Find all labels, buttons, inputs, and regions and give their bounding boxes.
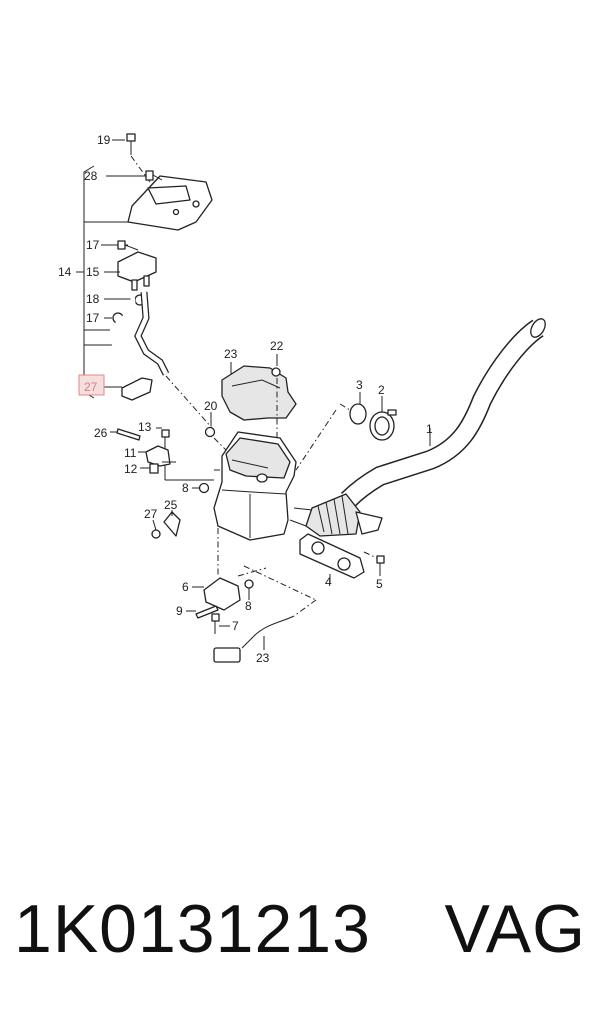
brand-name: VAG [444,891,586,967]
bolt-7[interactable] [211,613,220,634]
callout-20: 20 [204,399,218,413]
catalytic-converter[interactable] [213,431,297,541]
gasket-3[interactable] [349,403,367,425]
callout-2: 2 [378,383,385,397]
bracket-6[interactable] [203,577,241,611]
flange-gasket-4[interactable] [299,533,365,579]
highlight-box-27 [78,374,105,396]
callout-12: 12 [124,462,138,476]
callout-8-lower: 8 [245,599,252,613]
bolt-5[interactable] [376,555,385,576]
pressure-sensor-15[interactable] [117,251,157,291]
stud-26[interactable] [116,428,141,441]
callout-26: 26 [94,426,108,440]
nut-22[interactable] [271,367,281,377]
nut-20[interactable] [204,426,216,438]
caption-bar: 1K0131213 VAG [0,890,600,980]
bolt-28[interactable] [145,170,163,181]
callout-8-upper: 8 [182,481,189,495]
callout-6: 6 [182,580,189,594]
bracket-24[interactable] [163,511,181,537]
callout-14: 14 [58,265,72,279]
callout-25: 27 [144,507,158,521]
bolt-25[interactable] [151,529,161,539]
callout-9: 9 [176,604,183,618]
bolt-9[interactable] [195,605,219,619]
callout-27: 27 [84,380,98,394]
bolt-13[interactable] [161,429,170,448]
temperature-sensor-23[interactable] [213,615,295,663]
nut-12[interactable] [149,463,159,474]
callout-labels: 19 28 17 14 15 18 17 27 23 22 20 26 13 1… [58,133,433,665]
exploded-parts-diagram: 19 28 17 14 15 18 17 27 23 22 20 26 13 1… [58,133,548,665]
callout-15: 15 [86,265,100,279]
nut-8-lower[interactable] [244,579,254,589]
callout-24: 25 [164,498,178,512]
callout-13: 13 [138,420,152,434]
vacuum-hose[interactable] [111,291,170,376]
part-number: 1K0131213 [14,891,371,967]
heat-shield-21[interactable] [221,365,297,421]
mounting-bracket-28[interactable] [127,175,213,231]
callout-23: 23 [256,651,270,665]
callout-18: 18 [86,292,100,306]
callout-7: 7 [232,619,239,633]
callout-4: 4 [325,575,332,589]
callout-28: 28 [84,169,98,183]
callout-1: 1 [426,422,433,436]
callout-16: 17 [86,238,100,252]
front-exhaust-pipe-1[interactable] [289,316,548,537]
nut-8-upper[interactable] [198,482,210,494]
callout-17: 17 [86,311,100,325]
bolt-19[interactable] [126,133,136,155]
bracket-27[interactable] [121,377,153,401]
callout-21: 23 [224,347,238,361]
callout-22: 22 [270,339,284,353]
callout-19: 19 [97,133,111,147]
callout-11: 11 [124,446,137,460]
callout-3: 3 [356,378,363,392]
clamp-2[interactable] [369,409,397,441]
group-bracket-line [83,165,95,399]
bracket-11[interactable] [145,445,171,467]
callout-5: 5 [376,577,383,591]
